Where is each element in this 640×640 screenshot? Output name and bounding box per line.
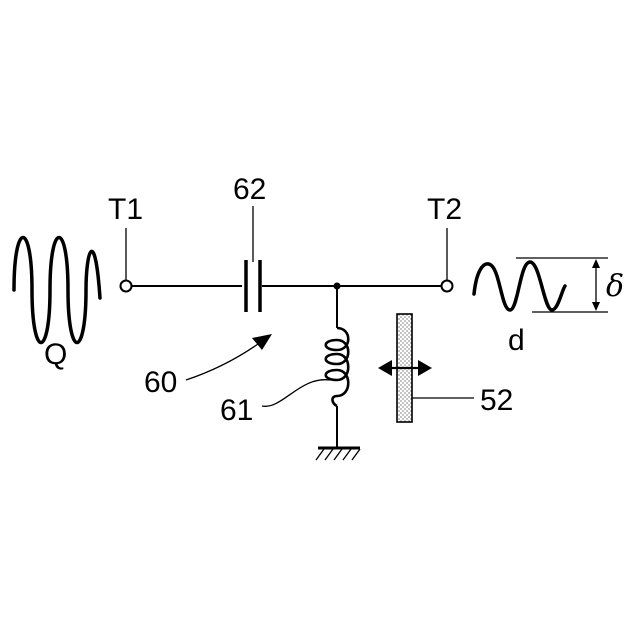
inductor-coil <box>326 328 349 406</box>
label-q: Q <box>44 338 67 371</box>
terminal-t1-node <box>121 281 132 292</box>
terminal-t2-node <box>442 281 453 292</box>
input-sine-wave <box>14 238 100 343</box>
label-delta: δ <box>606 269 624 304</box>
label-52: 52 <box>480 384 513 417</box>
label-t2: T2 <box>427 193 462 226</box>
circuit-arrow-head <box>252 334 272 350</box>
label-62: 62 <box>233 173 266 206</box>
label-t1: T1 <box>108 193 143 226</box>
amplitude-arrow-bottom <box>592 302 600 311</box>
label-61: 61 <box>220 394 253 427</box>
label-60: 60 <box>144 366 177 399</box>
circuit-arrow-line <box>186 344 258 380</box>
label-d: d <box>508 324 525 357</box>
amplitude-arrow-top <box>592 259 600 268</box>
movement-arrow-left-head <box>378 360 392 376</box>
inductor-leader <box>262 380 330 407</box>
output-sine-wave <box>474 262 565 310</box>
ground-symbol <box>316 448 360 460</box>
movement-arrow-right-head <box>418 360 432 376</box>
